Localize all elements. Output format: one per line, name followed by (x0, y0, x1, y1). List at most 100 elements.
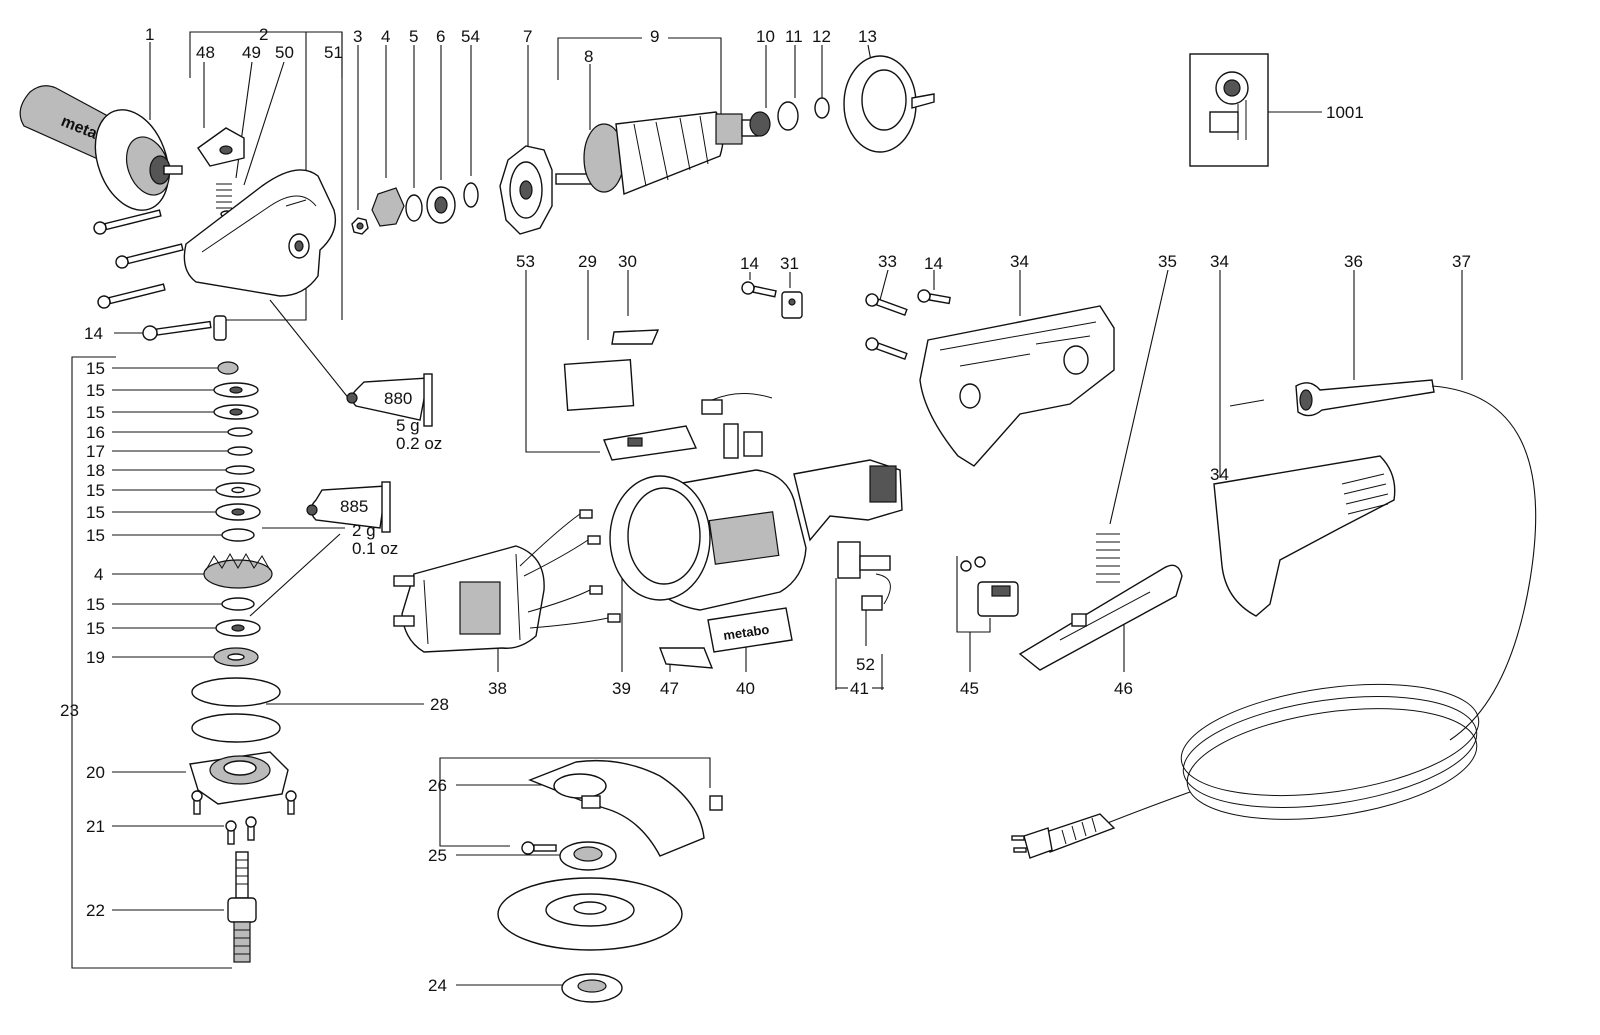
cord-clamp (741, 281, 803, 319)
wheel-flanges (497, 841, 683, 1003)
callout-1001: 1001 (1326, 103, 1364, 122)
callout-52: 52 (856, 655, 875, 674)
callout-51: 51 (324, 43, 343, 62)
callout-33: 33 (878, 252, 897, 271)
metabo-logo-label: metabo (722, 622, 770, 643)
callout-14-mid: 14 (740, 254, 759, 273)
callout-9: 9 (650, 27, 659, 46)
callout-54: 54 (461, 27, 480, 46)
callout-34-lower: 34 (1210, 465, 1229, 484)
callout-40: 40 (736, 679, 755, 698)
callout-15-a: 15 (86, 359, 105, 378)
wheel-guard (521, 759, 723, 857)
tube-885-weight-g: 2 g (352, 521, 376, 540)
callout-22: 22 (86, 901, 105, 920)
side-handle: metabo (19, 85, 183, 211)
callout-8: 8 (584, 47, 593, 66)
callout-15-d: 15 (86, 481, 105, 500)
grease-tube-885: 885 (306, 481, 391, 533)
callout-29: 29 (578, 252, 597, 271)
motor-housing (609, 393, 903, 611)
gear-bearing-parts (351, 182, 479, 235)
switch-block (960, 556, 1019, 617)
callout-31: 31 (780, 254, 799, 273)
callout-11: 11 (785, 27, 803, 46)
switch-spring (1096, 533, 1120, 583)
callout-4-top: 4 (381, 27, 390, 46)
handle-shell-left (919, 305, 1115, 467)
callout-16: 16 (86, 423, 105, 442)
callout-15-b: 15 (86, 381, 105, 400)
callout-5: 5 (409, 27, 418, 46)
handle-shell-right (1213, 455, 1396, 617)
callout-46: 46 (1114, 679, 1133, 698)
callout-50: 50 (275, 43, 294, 62)
callout-15-e: 15 (86, 503, 105, 522)
callout-2: 2 (259, 25, 268, 44)
callout-38: 38 (488, 679, 507, 698)
labels-and-plates (563, 329, 698, 461)
callout-24: 24 (428, 976, 447, 995)
spindle (227, 851, 257, 963)
callout-35: 35 (1158, 252, 1177, 271)
callout-28: 28 (430, 695, 449, 714)
callout-19: 19 (86, 648, 105, 667)
callout-6: 6 (436, 27, 445, 46)
power-cord (1011, 379, 1537, 859)
callout-23: 23 (60, 701, 79, 720)
callout-12: 12 (812, 27, 831, 46)
callout-47: 47 (660, 679, 679, 698)
bearing-flange (189, 751, 297, 845)
inset-detail-1001 (1189, 53, 1269, 167)
callout-53: 53 (516, 252, 535, 271)
callout-41: 41 (850, 679, 869, 698)
tube-885-weight-oz: 0.1 oz (352, 539, 398, 558)
callout-48: 48 (196, 43, 215, 62)
grease-tube-880: 880 (346, 373, 433, 427)
callout-3: 3 (353, 27, 362, 46)
tube-880-code: 880 (384, 389, 412, 408)
screws-guard (93, 209, 212, 341)
field-coil (393, 509, 621, 653)
tube-880-weight-oz: 0.2 oz (396, 434, 442, 453)
spindle-lock-parts (197, 127, 245, 218)
callout-18: 18 (86, 461, 105, 480)
callout-45: 45 (960, 679, 979, 698)
callout-36: 36 (1344, 252, 1363, 271)
callout-7: 7 (523, 27, 532, 46)
tube-885-code: 885 (340, 497, 368, 516)
callout-10: 10 (756, 27, 775, 46)
callout-14-right: 14 (924, 254, 943, 273)
callout-15-g: 15 (86, 595, 105, 614)
callout-25: 25 (428, 846, 447, 865)
callout-14-left: 14 (84, 324, 103, 343)
callout-34-right: 34 (1210, 252, 1229, 271)
callout-15-f: 15 (86, 526, 105, 545)
callout-20: 20 (86, 763, 105, 782)
callout-numbers: 1 2 48 49 50 51 3 4 5 6 54 7 9 8 10 11 1… (60, 25, 1471, 995)
callout-49: 49 (242, 43, 261, 62)
callout-26: 26 (428, 776, 447, 795)
callout-13: 13 (858, 27, 877, 46)
switch-lever (1018, 564, 1183, 671)
callout-21: 21 (86, 817, 105, 836)
callout-15-c: 15 (86, 403, 105, 422)
bearing-plate (499, 145, 553, 235)
callout-37: 37 (1452, 252, 1471, 271)
switch-electronics (837, 541, 891, 611)
callout-30: 30 (618, 252, 637, 271)
callout-4-left: 4 (94, 565, 103, 584)
spindle-stack (191, 361, 281, 743)
callout-34-upper: 34 (1010, 252, 1029, 271)
callout-1: 1 (145, 25, 154, 44)
air-guide-ring (843, 55, 935, 153)
callout-39: 39 (612, 679, 631, 698)
tube-880-weight-g: 5 g (396, 416, 420, 435)
housing-screws (865, 289, 951, 361)
gear-housing (183, 169, 337, 341)
leader-lines (71, 31, 1463, 986)
callout-17: 17 (86, 442, 105, 461)
brand-label: metabo (658, 607, 793, 669)
callout-15-h: 15 (86, 619, 105, 638)
